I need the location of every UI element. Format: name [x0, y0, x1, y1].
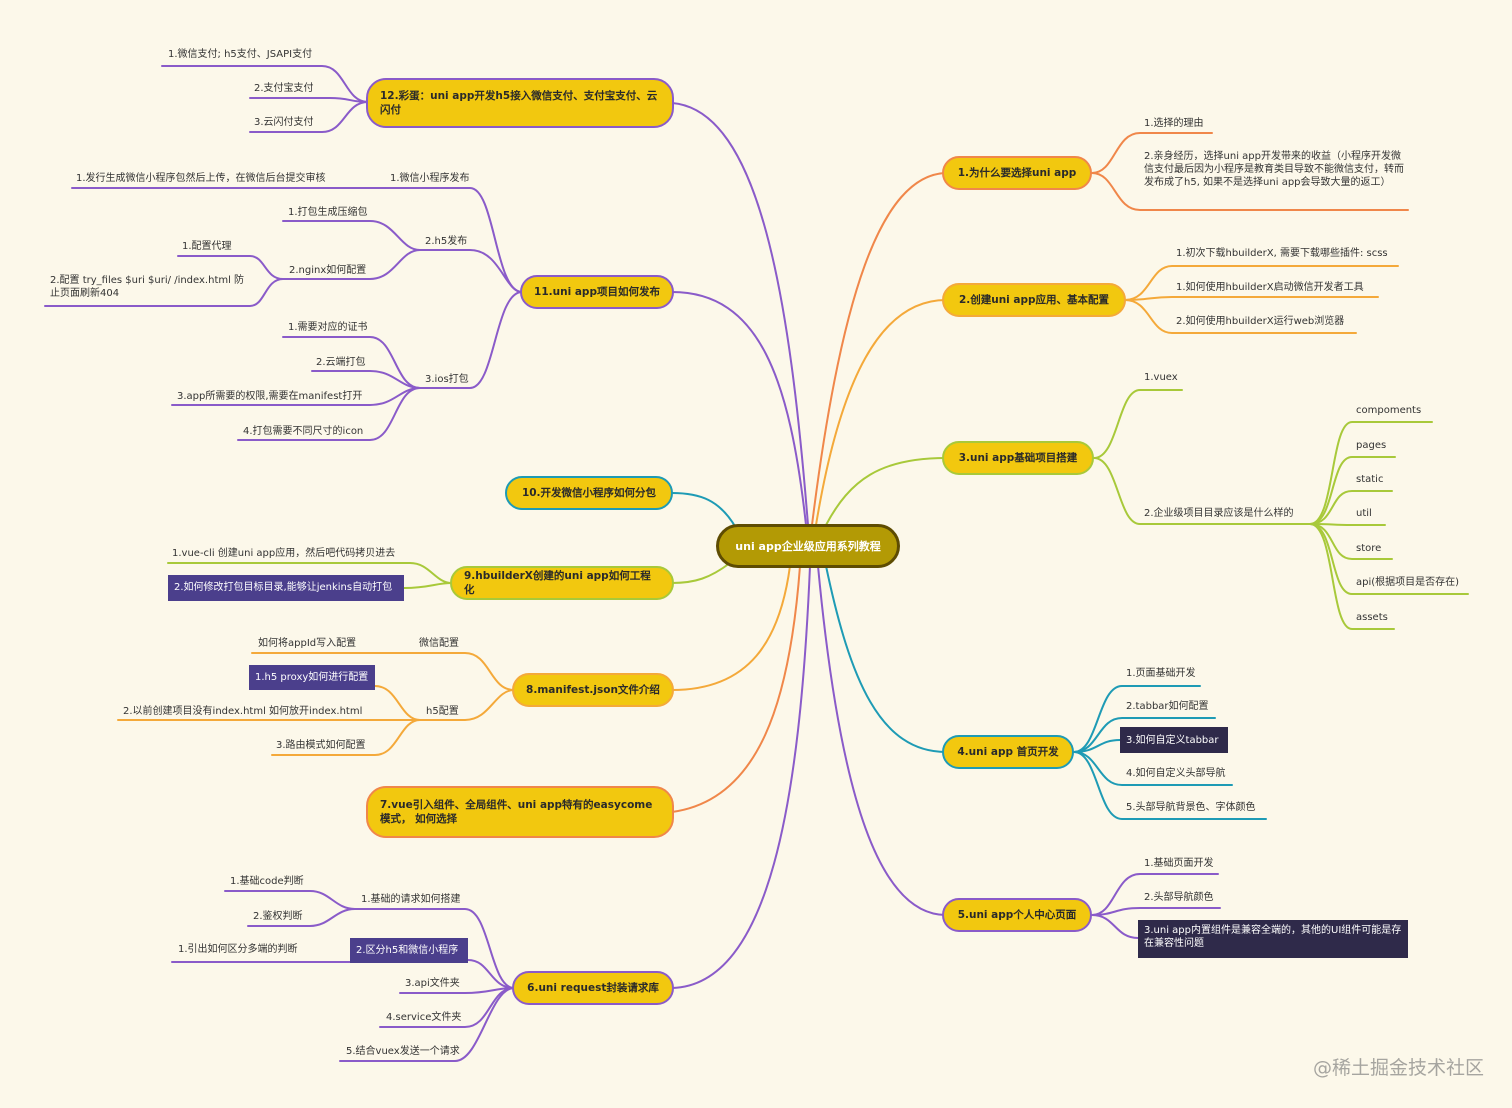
leaf-1-reasons[interactable]: 1.选择的理由: [1144, 118, 1204, 129]
leaf-6-vuex-request[interactable]: 5.结合vuex发送一个请求: [346, 1046, 460, 1057]
leaf-8-wechat-config[interactable]: 微信配置: [419, 638, 459, 649]
leaf-8-appid[interactable]: 如何将appId写入配置: [258, 638, 357, 649]
leaf-11-nginx[interactable]: 2.nginx如何配置: [289, 265, 367, 276]
leaf-5-basic-page[interactable]: 1.基础页面开发: [1144, 858, 1214, 869]
leaf-11-h5-zip[interactable]: 1.打包生成压缩包: [288, 207, 368, 218]
root-node[interactable]: uni app企业级应用系列教程: [716, 524, 900, 568]
leaf-11-h5-release[interactable]: 2.h5发布: [425, 236, 468, 247]
leaf-3-dir-api[interactable]: api(根据项目是否存在): [1356, 577, 1460, 588]
leaf-4-header-colors[interactable]: 5.头部导航背景色、字体颜色: [1126, 802, 1256, 813]
leaf-3-directory[interactable]: 2.企业级项目目录应该是什么样的: [1144, 508, 1294, 519]
leaf-3-dir-static[interactable]: static: [1356, 474, 1384, 485]
node-1-why-uniapp[interactable]: 1.为什么要选择uni app: [942, 156, 1092, 190]
leaf-12-alipay[interactable]: 2.支付宝支付: [254, 83, 314, 94]
leaf-3-dir-compoments[interactable]: compoments: [1356, 405, 1422, 416]
leaf-12-unionpay[interactable]: 3.云闪付支付: [254, 117, 314, 128]
leaf-6-h5-vs-wechat[interactable]: 2.区分h5和微信小程序: [350, 938, 468, 963]
leaf-8-index-html[interactable]: 2.以前创建项目没有index.html 如何放开index.html: [123, 706, 363, 717]
leaf-11-nginx-try-files[interactable]: 2.配置 try_files $uri $uri/ /index.html 防止…: [50, 275, 245, 299]
leaf-6-api-folder[interactable]: 3.api文件夹: [405, 978, 460, 989]
leaf-2-plugins[interactable]: 1.初次下载hbuilderX, 需要下载哪些插件: scss: [1176, 248, 1388, 259]
node-4-home-page[interactable]: 4.uni app 首页开发: [942, 735, 1074, 769]
leaf-11-ios-build[interactable]: 3.ios打包: [425, 374, 469, 385]
leaf-6-code-check[interactable]: 1.基础code判断: [230, 876, 304, 887]
leaf-1-experience[interactable]: 2.亲身经历，选择uni app开发带来的收益（小程序开发微信支付最后因为小程序…: [1144, 151, 1404, 188]
leaf-5-compatibility[interactable]: 3.uni app内置组件是兼容全端的，其他的UI组件可能是存在兼容性问题: [1138, 920, 1408, 958]
leaf-9-vue-cli[interactable]: 1.vue-cli 创建uni app应用，然后吧代码拷贝进去: [172, 548, 396, 559]
leaf-11-nginx-proxy[interactable]: 1.配置代理: [182, 241, 232, 252]
leaf-3-dir-store[interactable]: store: [1356, 543, 1382, 554]
leaf-11-ios-cert[interactable]: 1.需要对应的证书: [288, 322, 368, 333]
node-10-subpackage[interactable]: 10.开发微信小程序如何分包: [505, 476, 673, 510]
leaf-3-dir-pages[interactable]: pages: [1356, 440, 1387, 451]
leaf-6-service-folder[interactable]: 4.service文件夹: [386, 1012, 462, 1023]
leaf-5-header-color[interactable]: 2.头部导航颜色: [1144, 892, 1214, 903]
leaf-11-ios-cloud[interactable]: 2.云端打包: [316, 357, 366, 368]
node-11-project-release[interactable]: 11.uni app项目如何发布: [520, 275, 674, 309]
node-8-manifest[interactable]: 8.manifest.json文件介绍: [512, 673, 674, 707]
leaf-6-basic-request[interactable]: 1.基础的请求如何搭建: [361, 894, 461, 905]
node-12-easter-egg-payments[interactable]: 12.彩蛋：uni app开发h5接入微信支付、支付宝支付、云闪付: [366, 78, 674, 128]
leaf-4-basic-page[interactable]: 1.页面基础开发: [1126, 668, 1196, 679]
leaf-4-custom-tabbar[interactable]: 3.如何自定义tabbar: [1120, 727, 1228, 753]
leaf-11-ios-icons[interactable]: 4.打包需要不同尺寸的icon: [243, 426, 364, 437]
leaf-8-h5-config[interactable]: h5配置: [426, 706, 459, 717]
node-3-base-project[interactable]: 3.uni app基础项目搭建: [942, 441, 1094, 475]
node-5-profile-page[interactable]: 5.uni app个人中心页面: [942, 898, 1092, 932]
leaf-9-jenkins[interactable]: 2.如何修改打包目标目录,能够让jenkins自动打包: [168, 575, 404, 601]
leaf-2-wechat-devtools[interactable]: 1.如何使用hbuilderX启动微信开发者工具: [1176, 282, 1364, 293]
leaf-8-h5-proxy[interactable]: 1.h5 proxy如何进行配置: [249, 665, 375, 690]
leaf-11-wechat-upload[interactable]: 1.发行生成微信小程序包然后上传，在微信后台提交审核: [76, 173, 326, 184]
leaf-11-ios-permissions[interactable]: 3.app所需要的权限,需要在manifest打开: [177, 391, 363, 402]
leaf-3-vuex[interactable]: 1.vuex: [1144, 372, 1178, 383]
leaf-3-dir-assets[interactable]: assets: [1356, 612, 1388, 623]
node-9-engineering[interactable]: 9.hbuilderX创建的uni app如何工程化: [450, 566, 674, 600]
leaf-4-tabbar-config[interactable]: 2.tabbar如何配置: [1126, 701, 1209, 712]
node-6-request-library[interactable]: 6.uni request封装请求库: [512, 971, 674, 1005]
leaf-12-wechat-pay[interactable]: 1.微信支付; h5支付、JSAPI支付: [168, 49, 313, 60]
node-7-components[interactable]: 7.vue引入组件、全局组件、uni app特有的easycome 模式， 如何…: [366, 786, 674, 838]
leaf-11-wechat-release[interactable]: 1.微信小程序发布: [390, 173, 470, 184]
leaf-8-router-mode[interactable]: 3.路由模式如何配置: [276, 740, 366, 751]
leaf-3-dir-util[interactable]: util: [1356, 508, 1372, 519]
leaf-6-multi-platform[interactable]: 1.引出如何区分多端的判断: [178, 944, 298, 955]
leaf-4-custom-header[interactable]: 4.如何自定义头部导航: [1126, 768, 1226, 779]
watermark: @稀土掘金技术社区: [1312, 1057, 1484, 1079]
leaf-6-auth-check[interactable]: 2.鉴权判断: [253, 911, 303, 922]
leaf-2-web-browser[interactable]: 2.如何使用hbuilderX运行web浏览器: [1176, 316, 1345, 327]
node-2-create-app[interactable]: 2.创建uni app应用、基本配置: [942, 283, 1126, 317]
